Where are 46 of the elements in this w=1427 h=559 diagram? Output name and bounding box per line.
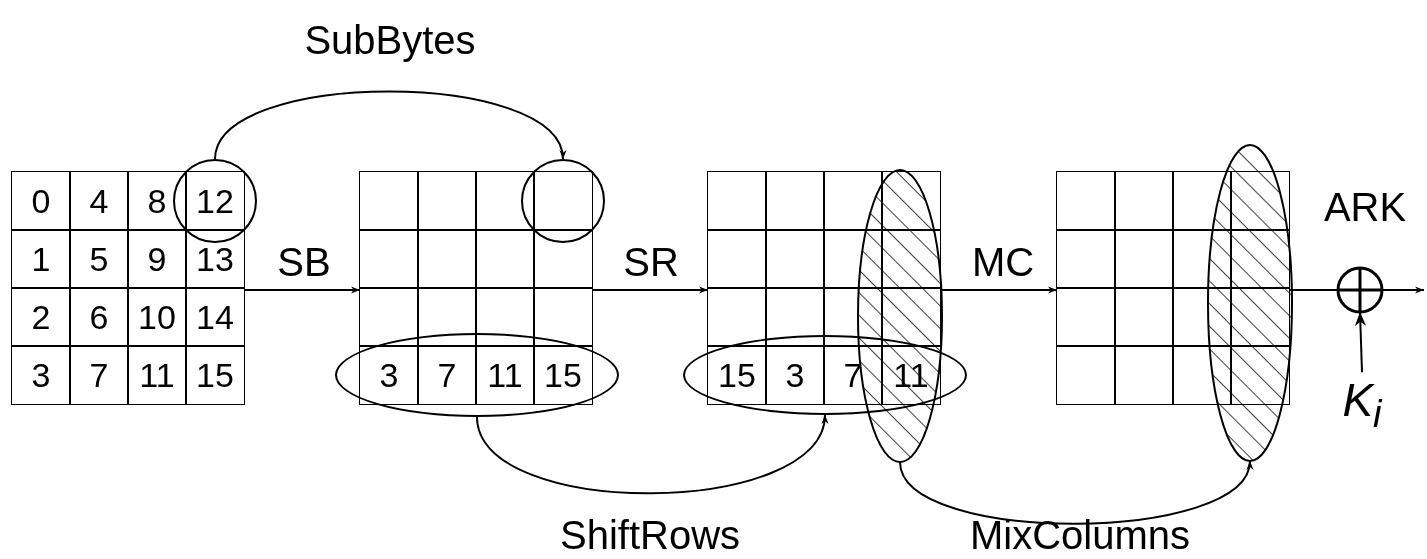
cell-number: 15	[718, 358, 756, 392]
cell-number: 7	[437, 358, 457, 392]
connector-line	[1288, 289, 1339, 291]
grid-cell: 7	[69, 345, 129, 405]
edge-label: MixColumns	[970, 513, 1190, 557]
cell-number: 3	[379, 358, 399, 392]
grid-cell: 4	[69, 171, 129, 231]
arrow	[214, 90, 564, 160]
edge-label: MC	[971, 240, 1035, 284]
grid-cell: 14	[185, 287, 245, 347]
operation-label: ARK	[1323, 185, 1407, 229]
arrow	[243, 286, 361, 294]
ellipse-highlight	[335, 333, 619, 417]
cell-number: 15	[544, 358, 582, 392]
ellipse-highlight	[683, 335, 967, 415]
edge-label: SB	[277, 240, 331, 284]
grid-cell: 2	[11, 287, 71, 347]
arrow	[899, 460, 1251, 525]
grid-cell: 0	[11, 171, 71, 231]
arrow	[1381, 286, 1425, 294]
hatched-ellipse	[1207, 144, 1293, 462]
edge-label: SR	[623, 240, 679, 284]
edge-label: ShiftRows	[559, 513, 741, 557]
circle-highlight	[173, 159, 257, 243]
cell-number: 3	[785, 358, 805, 392]
arrow	[591, 286, 709, 294]
key-label: K$_{i}$	[1342, 375, 1382, 435]
grid-cell: 3	[11, 345, 71, 405]
grid-cell: 1	[11, 229, 71, 289]
grid-cell: 10	[127, 287, 187, 347]
cell-number: 7	[843, 358, 863, 392]
grid-cell: 13	[185, 229, 245, 289]
arrow	[476, 414, 826, 495]
grid-cell: 9	[127, 229, 187, 289]
grid-cell: 8	[127, 171, 187, 231]
xor-symbol	[1336, 266, 1384, 314]
arrow	[1354, 311, 1367, 374]
grid-cell: 6	[69, 287, 129, 347]
grid-cell: 15	[185, 345, 245, 405]
arrow	[939, 286, 1058, 294]
cell-number: 12	[196, 184, 234, 218]
cell-number: 11	[487, 358, 523, 392]
edge-label: SubBytes	[304, 18, 476, 62]
circle-highlight	[521, 159, 605, 243]
grid-cell: 11	[127, 345, 187, 405]
grid-cell: 5	[69, 229, 129, 289]
